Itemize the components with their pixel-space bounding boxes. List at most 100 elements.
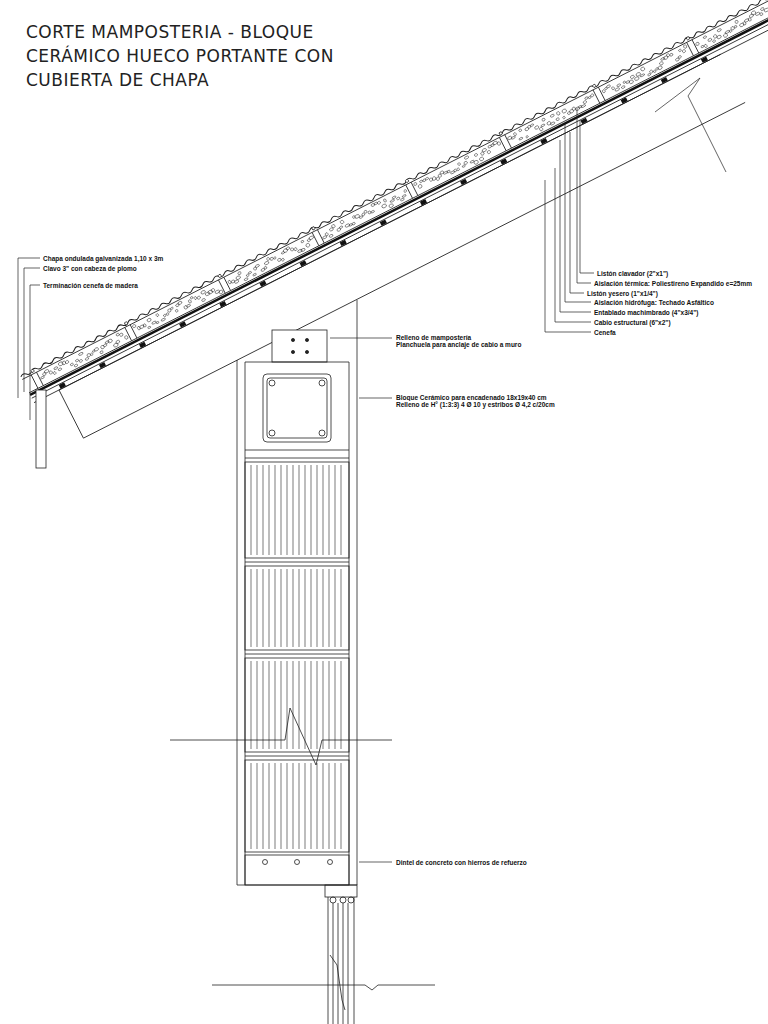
line-art [640,73,645,77]
callout-label: Aislación hidrófuga: Techado Asfáltico [593,299,715,306]
roof-assembly [20,0,768,451]
line-art [446,170,450,174]
line-art [383,198,387,202]
line-art [606,84,611,88]
line-art [682,49,686,53]
line-art [317,569,318,647]
line-art [151,321,156,325]
line-art [649,70,653,74]
line-art [170,307,173,310]
line-art [614,87,619,91]
line-art [567,111,571,114]
line-art [396,197,400,201]
line-art [419,180,423,183]
line-art [717,28,722,32]
line-art [734,25,738,28]
callout-label: Listón clavador (2"x1") [596,270,669,277]
line-art [317,465,318,555]
line-art [305,243,310,248]
line-art [257,465,258,555]
line-art [245,760,349,852]
line-art [686,36,690,40]
line-art [661,77,668,83]
line-art [245,566,349,650]
line-art [577,108,591,283]
line-art [248,271,252,274]
line-art [115,340,120,344]
callout-label: Terminación cenefa de madera [42,282,139,289]
line-art [392,196,396,200]
line-art [626,80,631,84]
line-art [18,258,40,398]
line-art [323,569,324,647]
line-art [655,78,726,172]
line-art [457,162,460,165]
callout-label: Bloque Cerámico para encadenado 18x19x40… [395,394,548,401]
line-art [291,350,294,353]
line-art [590,93,594,97]
callout-label: Planchuela para anclaje de cabio a muro [395,341,522,348]
line-art [598,87,605,100]
line-art [31,375,38,388]
line-art [330,338,392,339]
line-art [311,569,312,647]
line-art [125,327,132,340]
line-art [487,150,491,154]
line-art [299,569,300,647]
line-art [300,248,305,252]
line-art [263,465,264,555]
callout-label: Chapa ondulada galvanizada 1,10 x 3m [42,255,164,262]
line-art [277,258,281,262]
line-art [218,290,223,295]
line-art [354,214,360,219]
line-art [659,61,664,65]
line-art [305,465,306,555]
line-art [270,257,274,261]
line-art [246,274,250,277]
line-art [380,219,387,225]
line-art [281,763,282,849]
line-art [305,763,306,849]
line-art [275,465,276,555]
line-art [287,661,288,749]
line-art [263,860,268,865]
line-art [565,124,591,302]
line-art [186,304,191,308]
line-art [59,390,83,438]
line-art [161,318,166,322]
line-art [341,661,342,749]
line-art [338,903,339,1024]
line-art [275,569,276,647]
line-art [40,376,44,380]
callout-label: Relleno de H° (1:3:3) 4 Ø 10 y estribos … [395,401,556,408]
line-art [479,156,484,161]
line-art [53,366,58,370]
line-art [388,203,394,208]
line-art [245,562,349,563]
callout-label: Entablado machimbrado (4"x3/4") [593,309,699,316]
line-art [194,296,198,300]
line-art [224,277,231,290]
line-art [550,114,555,118]
line-art [669,53,673,57]
line-art [305,569,306,647]
line-art [245,658,349,752]
line-art [263,569,264,647]
line-art [592,84,596,88]
line-art [86,353,91,357]
line-art [263,661,264,749]
line-art [653,70,656,73]
line-art [175,303,179,307]
line-art [734,20,738,24]
line-art [139,342,146,348]
wall-assembly [36,300,435,1024]
line-art [272,330,327,362]
line-art [177,301,182,305]
line-art [425,177,429,180]
line-art [716,35,721,40]
line-art [245,756,349,757]
line-art [90,353,93,356]
line-art [290,247,294,251]
line-art [119,333,123,337]
line-art [692,40,699,53]
